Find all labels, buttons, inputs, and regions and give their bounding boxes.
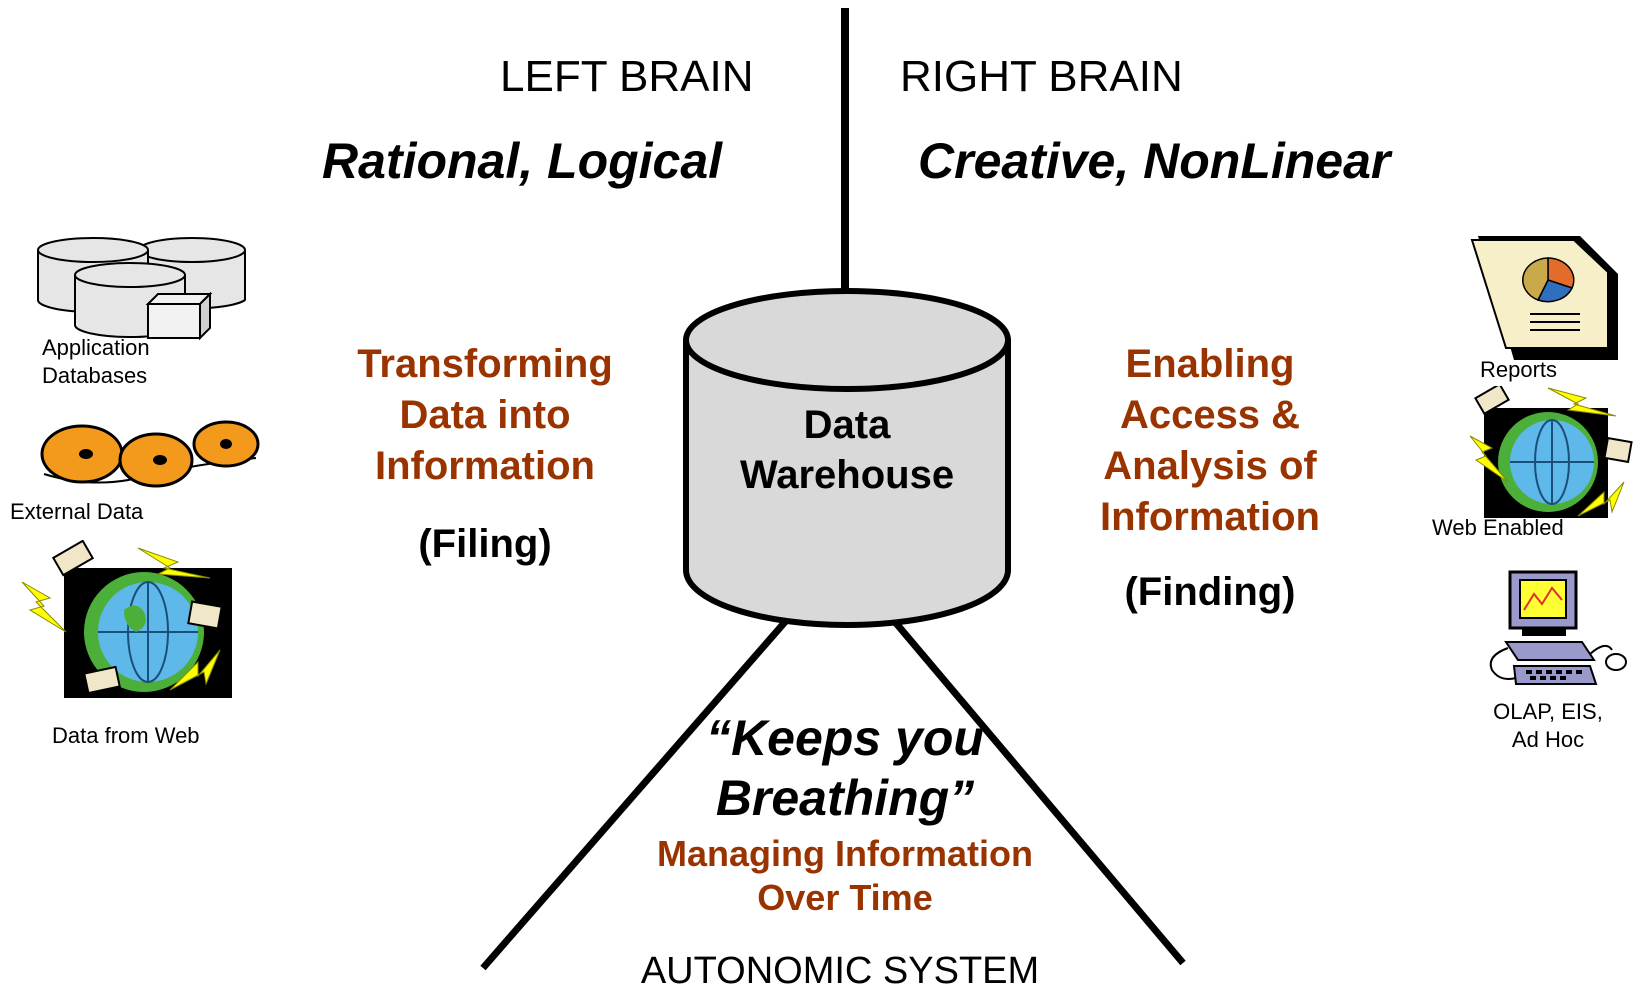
app-db-line-2: Databases <box>42 363 148 388</box>
filing-label: (Filing) <box>418 522 552 566</box>
enabling-line-3: Analysis of <box>1103 444 1317 488</box>
managing-information-text: Managing Information Over Time <box>620 832 1070 920</box>
transforming-line-3: Information <box>375 444 595 488</box>
olap-line-2: Ad Hoc <box>1511 727 1585 752</box>
data-warehouse-cylinder <box>683 288 1011 628</box>
quote-line-1: “Keeps you <box>706 710 984 766</box>
enabling-line-1: Enabling <box>1125 342 1295 386</box>
warehouse-line-2: Warehouse <box>739 453 955 497</box>
finding-label: (Finding) <box>1124 570 1296 614</box>
managing-line-1: Managing Information <box>657 833 1033 874</box>
enabling-line-4: Information <box>1100 495 1320 539</box>
left-diagonal-line <box>480 619 788 971</box>
transforming-line-2: Data into <box>399 393 571 437</box>
globe-network-icon <box>21 540 232 698</box>
right-brain-subtitle: Creative, NonLinear <box>918 133 1391 189</box>
enabling-text: Enabling Access & Analysis of Informatio… <box>1050 339 1370 543</box>
right-diagonal-line <box>892 619 1186 966</box>
report-document-icon <box>1470 236 1618 360</box>
database-stack-icon <box>37 237 246 341</box>
transforming-line-1: Transforming <box>357 342 613 386</box>
data-from-web-label: Data from Web <box>52 723 200 748</box>
web-enabled-label: Web Enabled <box>1432 515 1564 540</box>
app-db-line-1: Application <box>42 335 150 360</box>
transforming-text: Transforming Data into Information <box>310 339 660 492</box>
right-brain-title: RIGHT BRAIN <box>900 52 1183 101</box>
olap-eis-label: OLAP, EIS, Ad Hoc <box>1464 698 1632 754</box>
external-data-label: External Data <box>10 499 144 524</box>
olap-line-1: OLAP, EIS, <box>1493 699 1603 724</box>
data-warehouse-label: Data Warehouse <box>700 400 994 500</box>
application-databases-label: Application Databases <box>42 334 150 390</box>
reports-label: Reports <box>1480 357 1558 382</box>
left-brain-title: LEFT BRAIN <box>500 52 754 101</box>
warehouse-line-1: Data <box>803 403 891 447</box>
computer-workstation-icon <box>1489 570 1627 685</box>
enabling-line-2: Access & <box>1119 393 1301 437</box>
quote-line-2: Breathing” <box>715 770 975 826</box>
autonomic-system-label: AUTONOMIC SYSTEM <box>640 950 1040 992</box>
globe-network-icon <box>1469 386 1633 518</box>
left-brain-subtitle: Rational, Logical <box>322 133 723 189</box>
tape-reels-icon <box>40 420 260 488</box>
keeps-you-breathing-quote: “Keeps you Breathing” <box>640 708 1050 828</box>
managing-line-2: Over Time <box>757 877 933 918</box>
